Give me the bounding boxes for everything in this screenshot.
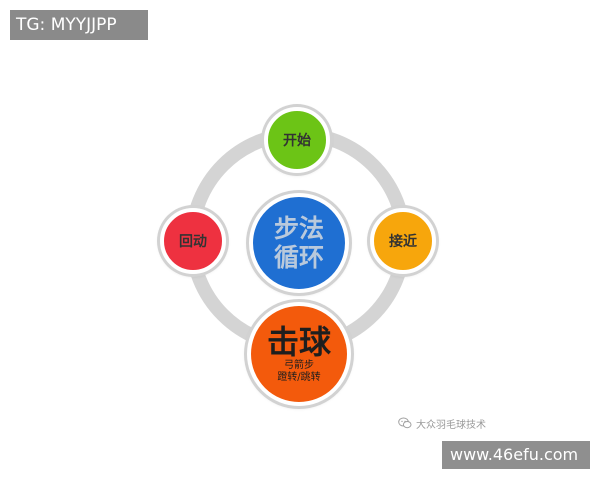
node-hit: 击球 弓箭步 蹬转/跳转 [247,302,351,406]
node-start-label: 开始 [283,133,311,149]
node-approach-label: 接近 [389,234,417,250]
wechat-icon [398,417,412,429]
node-approach: 接近 [370,208,436,274]
node-hit-sub1: 弓箭步 [284,360,314,371]
watermark-text: 大众羽毛球技术 [416,419,486,431]
node-hit-sub2: 蹬转/跳转 [277,372,321,383]
node-return: 回动 [160,208,226,274]
center-line1: 步法 [273,214,324,243]
node-start: 开始 [264,107,330,173]
node-center: 步法 循环 [249,193,349,293]
node-hit-title: 击球 [266,323,331,361]
tg-badge: TG: MYYJJPP [10,10,148,40]
center-line2: 循环 [273,243,324,272]
node-return-label: 回动 [179,234,207,250]
watermark: 大众羽毛球技术 [398,414,486,432]
site-badge: www.46efu.com [442,441,590,469]
